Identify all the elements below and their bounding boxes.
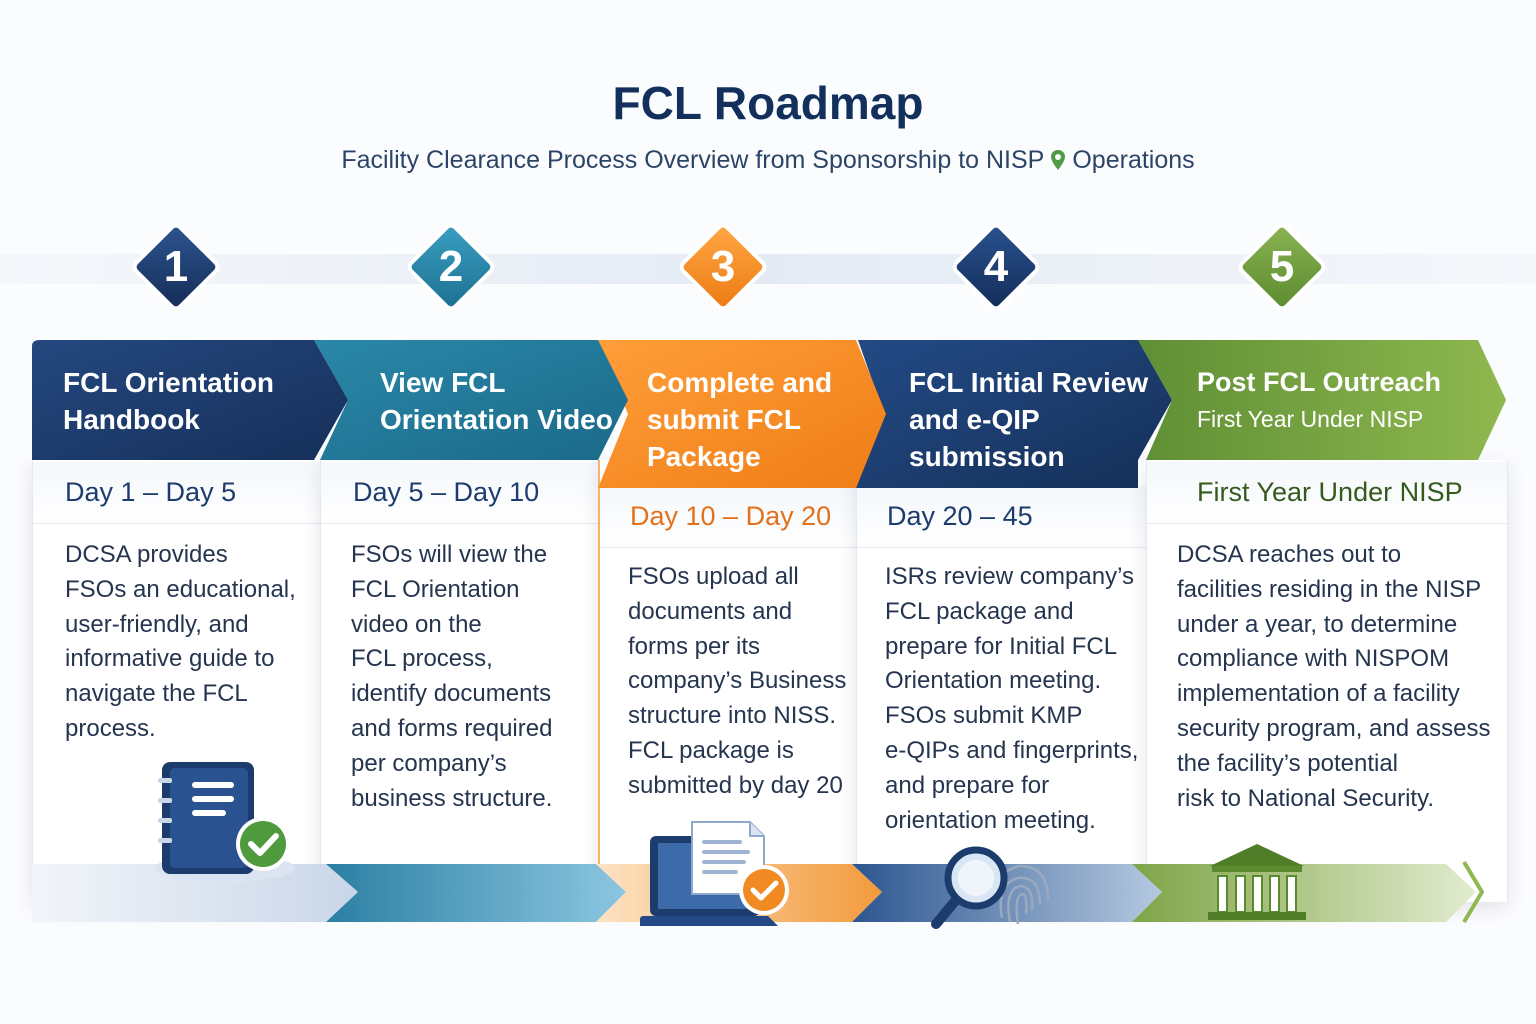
step-2-number: 2 xyxy=(438,242,464,291)
step-2-marker: 2 xyxy=(398,214,504,320)
step-5-marker: 5 xyxy=(1229,214,1335,320)
step-2-period: Day 5 – Day 10 xyxy=(321,462,599,524)
government-building-icon xyxy=(1208,844,1306,920)
step-1-marker: 1 xyxy=(123,214,229,320)
subtitle-text-end: Operations xyxy=(1072,146,1195,174)
page-title: FCL Roadmap xyxy=(612,77,924,129)
page-subtitle: Facility Clearance Process Overview from… xyxy=(0,146,1536,175)
step-5-card: First Year Under NISP DCSA reaches out t… xyxy=(1146,460,1508,902)
laptop-document-check-icon xyxy=(640,821,789,926)
step-4-marker: 4 xyxy=(943,214,1049,320)
arrow-segment-4 xyxy=(852,864,1162,922)
step-5-number: 5 xyxy=(1269,242,1295,291)
step-5-period: First Year Under NISP xyxy=(1147,462,1507,524)
arrow-segment-2 xyxy=(326,864,626,922)
step-1-number: 1 xyxy=(163,242,189,291)
final-chevron xyxy=(1462,860,1485,924)
arrow-segment-1 xyxy=(32,864,358,922)
step-3-number: 3 xyxy=(710,242,736,291)
subtitle-text: Facility Clearance Process Overview from… xyxy=(341,146,1045,174)
step-5-header xyxy=(1138,340,1506,460)
step-headers xyxy=(32,340,1506,488)
step-3-marker: 3 xyxy=(670,214,776,320)
step-4-number: 4 xyxy=(983,242,1009,291)
magnifier-fingerprint-icon xyxy=(931,846,1050,929)
location-pin-icon xyxy=(1051,150,1066,170)
step-1-period: Day 1 – Day 5 xyxy=(33,462,321,524)
step-1-header xyxy=(32,340,348,460)
step-3-header xyxy=(598,340,886,488)
handbook-check-icon xyxy=(155,762,295,882)
step-4-header xyxy=(856,340,1172,488)
step-4-period: Day 20 – 45 xyxy=(857,486,1147,548)
step-3-period: Day 10 – Day 20 xyxy=(600,486,857,548)
step-2-header xyxy=(314,340,628,460)
